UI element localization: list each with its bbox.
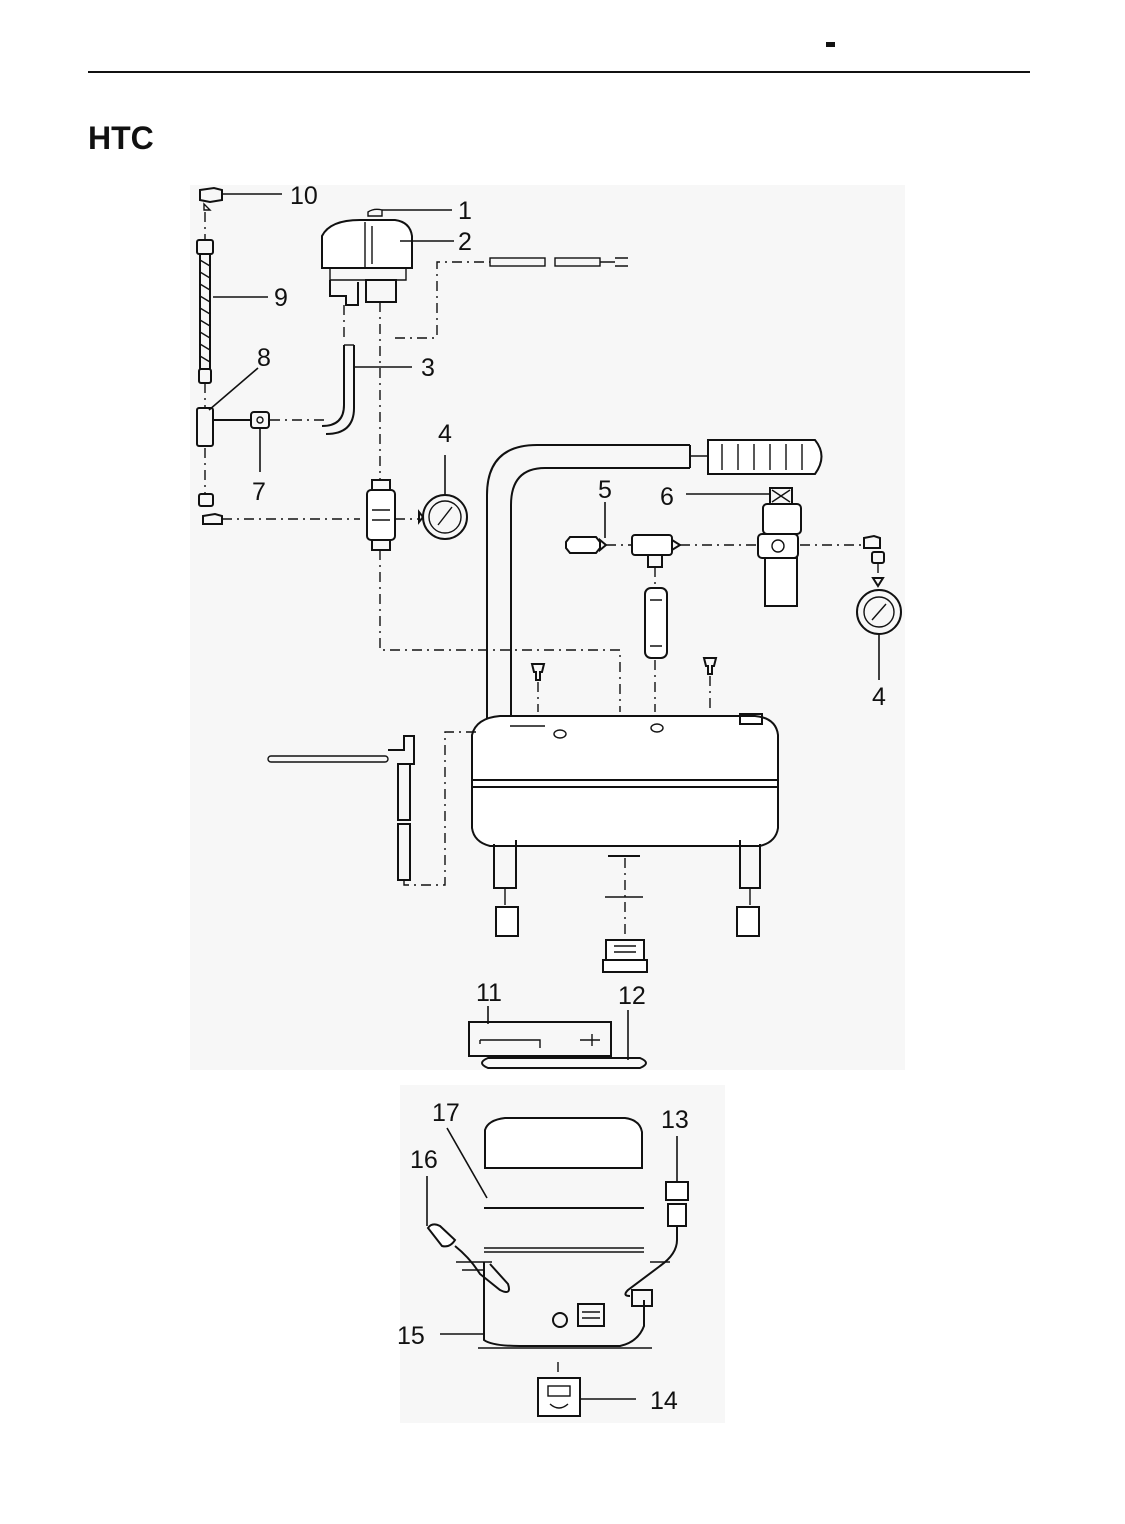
leader-8 [209, 368, 258, 410]
callout-7: 7 [252, 478, 266, 506]
callout-11: 11 [476, 979, 502, 1007]
callout-9: 9 [274, 284, 288, 312]
callout-13: 13 [661, 1106, 689, 1134]
part-13-fitting [625, 1182, 688, 1296]
callout-16: 16 [410, 1146, 438, 1174]
part-16-handle-grip [428, 1224, 509, 1292]
part-3-bent-tube [270, 345, 354, 434]
part-11-nameplate [469, 1022, 611, 1056]
part-8-tee-fitting [197, 383, 250, 446]
part-10-elbow-fitting [200, 188, 222, 210]
part-7-fitting [251, 412, 269, 428]
part-6-regulator [758, 488, 862, 606]
lower-left-fitting [199, 494, 213, 506]
callout-6: 6 [660, 483, 674, 511]
tank-legs [494, 840, 760, 936]
tee-fitting [632, 535, 760, 567]
air-tank [472, 714, 778, 846]
callout-8: 8 [257, 344, 271, 372]
part-9-braided-hose [197, 212, 213, 383]
part-4-pressure-gauge-right [857, 536, 901, 634]
callout-4-right: 4 [872, 683, 886, 711]
part-4-pressure-gauge-left [419, 495, 467, 539]
callout-2: 2 [458, 228, 472, 256]
callout-12: 12 [618, 982, 646, 1010]
callout-10: 10 [290, 182, 318, 210]
check-valve-tube [645, 567, 667, 712]
part-5-safety-valve [566, 537, 632, 553]
power-cord [395, 258, 628, 338]
part-14-plug [538, 1362, 580, 1416]
part-12-label [482, 1058, 646, 1068]
callout-3: 3 [421, 354, 435, 382]
callout-4-left: 4 [438, 420, 452, 448]
part-1-cap [368, 209, 382, 216]
lower-left-elbow [203, 514, 222, 524]
callout-5: 5 [598, 476, 612, 504]
callout-15: 15 [397, 1322, 425, 1350]
drain-valve [603, 856, 647, 972]
part-2-pressure-switch [322, 220, 412, 480]
part-17-shroud [484, 1118, 644, 1252]
drain-tube [268, 732, 476, 885]
callout-1: 1 [458, 197, 472, 225]
tank-screws [532, 658, 716, 712]
leader-17 [447, 1128, 487, 1198]
part-manifold [367, 480, 620, 712]
callout-14: 14 [650, 1387, 678, 1415]
part-15-base-body [478, 1262, 652, 1348]
callout-17: 17 [432, 1099, 460, 1127]
